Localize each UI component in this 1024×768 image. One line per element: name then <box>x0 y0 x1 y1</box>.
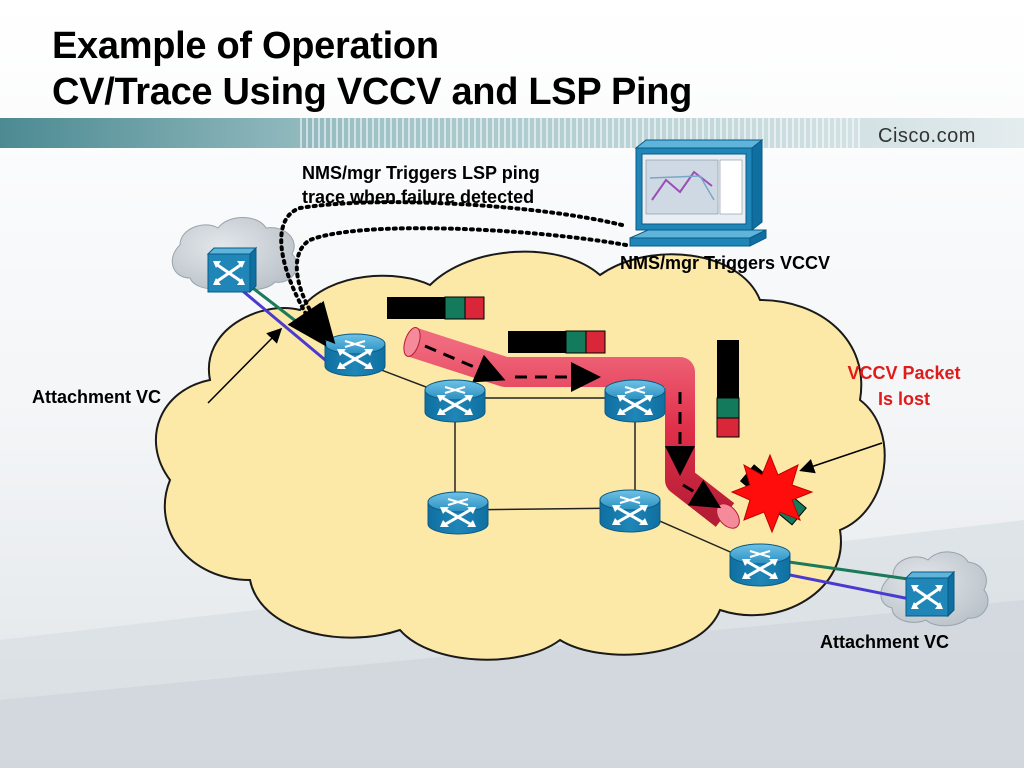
vccv-packet-lost-label-line1: VCCV Packet <box>847 363 961 383</box>
vccv-packet-2 <box>508 330 606 354</box>
page-title-line2: CV/Trace Using VCCV and LSP Ping <box>52 71 693 113</box>
switch-icon[interactable] <box>904 570 956 618</box>
vccv-packet-3 <box>716 340 740 438</box>
router-icon[interactable] <box>426 490 490 536</box>
cisco-brand-logo: Cisco.com <box>878 125 976 147</box>
attachment-vc-label-left: Attachment VC <box>32 387 162 407</box>
switch-icon[interactable] <box>206 246 258 294</box>
nms-computer-icon[interactable] <box>629 138 767 247</box>
trigger-lines <box>279 200 628 347</box>
vccv-path-arrows <box>424 344 722 509</box>
page-title-line1: Example of Operation <box>52 25 439 67</box>
vccv-packet-1 <box>387 296 485 320</box>
mpls-core-cloud <box>154 250 886 661</box>
explosion-icon <box>730 453 814 534</box>
callout-lines <box>207 327 883 474</box>
router-icon[interactable] <box>728 542 792 588</box>
nms-lsp-ping-label-line2: trace when failure detected <box>302 187 535 207</box>
router-icon[interactable] <box>603 378 667 424</box>
nms-vccv-label: NMS/mgr Triggers VCCV <box>620 253 831 273</box>
router-icon[interactable] <box>423 378 487 424</box>
vccv-packet-lost-label-line2: Is lost <box>877 389 930 409</box>
attachment-vc-label-right: Attachment VC <box>820 632 950 652</box>
router-icon[interactable] <box>323 332 387 378</box>
nms-lsp-ping-label-line1: NMS/mgr Triggers LSP ping <box>302 163 540 183</box>
router-icon[interactable] <box>598 488 662 534</box>
attachment-circuit-right <box>774 558 916 602</box>
